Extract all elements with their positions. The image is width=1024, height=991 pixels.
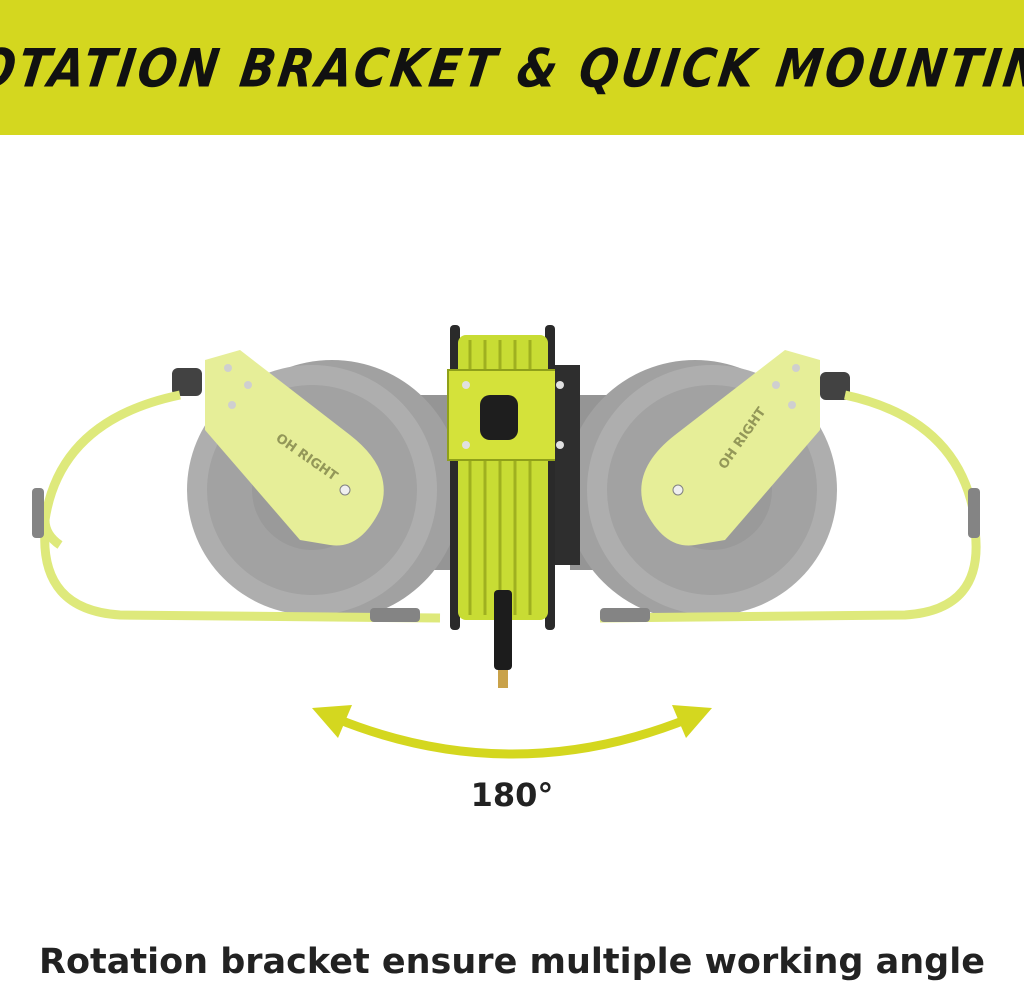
right-reel: OH RIGHT xyxy=(565,350,981,623)
footer-caption: Rotation bracket ensure multiple working… xyxy=(39,942,985,982)
double-curved-arrow-icon xyxy=(312,705,712,759)
header-title: ROTATION BRACKET & QUICK MOUNTING xyxy=(0,36,1024,99)
rotation-angle-label: 180° xyxy=(470,776,554,814)
header-banner: ROTATION BRACKET & QUICK MOUNTING xyxy=(0,0,1024,135)
hose-reel-illustration: OH RIGHT OH RIGHT xyxy=(32,325,981,688)
left-reel: OH RIGHT xyxy=(32,350,462,623)
center-reel xyxy=(447,325,580,688)
